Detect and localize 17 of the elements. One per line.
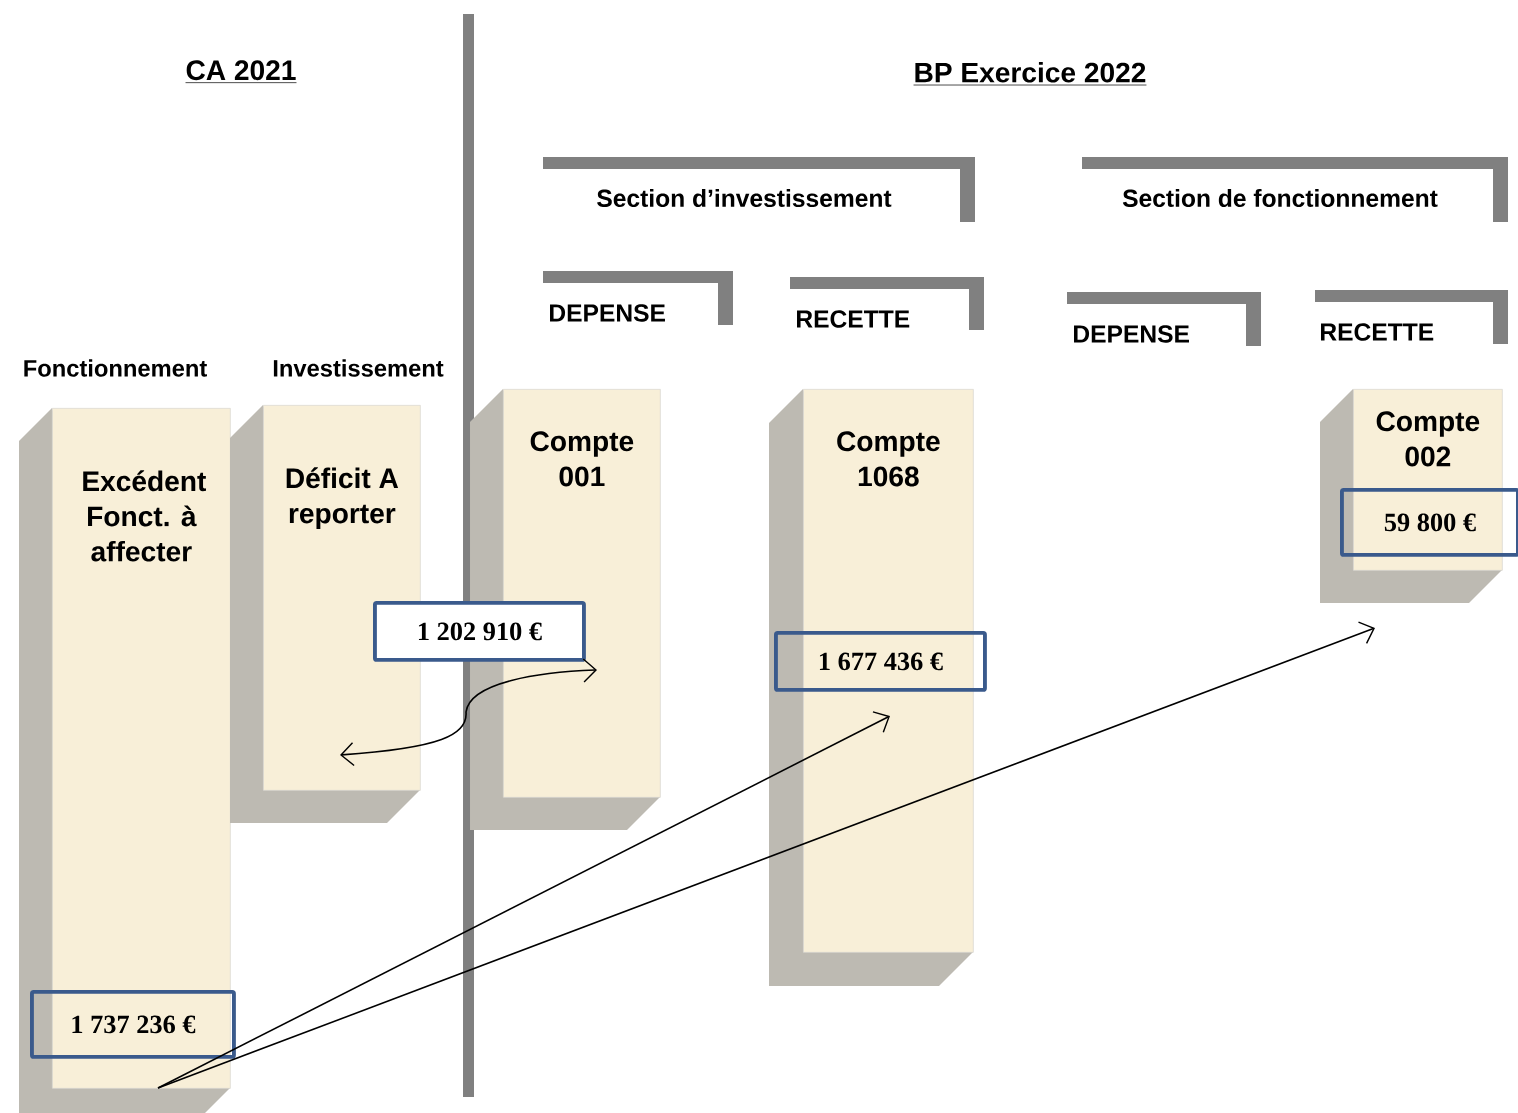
bracket-header: RECETTE <box>1315 290 1508 344</box>
arrow <box>157 711 890 1089</box>
amount-box: 1 202 910 € <box>373 601 586 662</box>
bracket-header: Section de fonctionnement <box>1082 157 1508 222</box>
bracket-header: RECETTE <box>790 277 984 330</box>
column-label: Fonctionnement <box>24 359 207 377</box>
heading: CA 2021 <box>185 60 297 83</box>
amount-box: 1 737 236 € <box>30 990 236 1059</box>
heading: BP Exercice 2022 <box>913 61 1147 86</box>
bracket-header: DEPENSE <box>1067 292 1261 346</box>
column-label: Investissement <box>273 359 444 377</box>
amount-box: 59 800 € <box>1340 488 1518 557</box>
bracket-header: Section d’investissement <box>543 157 975 222</box>
amount-box: 1 677 436 € <box>774 631 987 692</box>
arrow <box>157 621 1375 1089</box>
bracket-header: DEPENSE <box>543 271 733 325</box>
arrow <box>340 658 597 767</box>
